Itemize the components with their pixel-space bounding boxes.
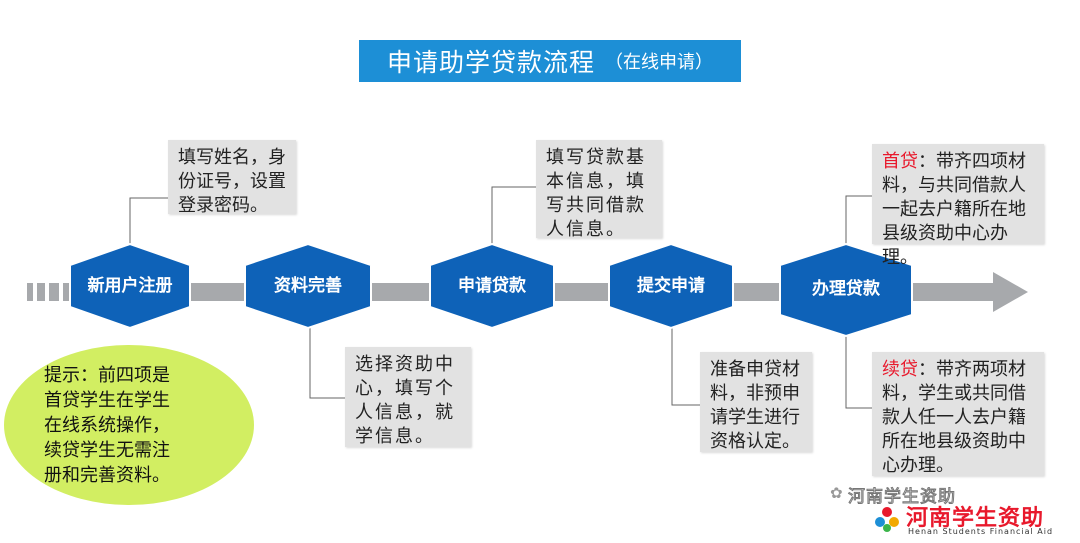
connector-renew-loan <box>845 336 872 409</box>
wechat-icon: ✿ <box>830 484 843 502</box>
note-apply: 填写贷款基 本信息，填 写共同借款 人信息。 <box>536 140 662 240</box>
hex-node-complete <box>244 242 372 330</box>
note-line: 料，与共同借款人 <box>882 175 1026 196</box>
keyword-renew-loan: 续贷 <box>882 359 918 380</box>
note-line: 心，填写个 <box>355 378 455 399</box>
title-banner: 申请助学贷款流程 （在线申请） <box>359 40 741 82</box>
tip-line: 提示：前四项是 <box>44 364 170 386</box>
tip-line: 册和完善资料。 <box>44 464 170 486</box>
hex-node-submit <box>608 242 734 330</box>
title-main: 申请助学贷款流程 <box>386 48 595 77</box>
arrow-head <box>993 272 1028 312</box>
note-renew-loan: 续贷：带齐两项材 料，学生或共同借 款人任一人去户籍 所在地县级资助中 心办理。 <box>872 352 1044 476</box>
arrow-tail-dash <box>49 283 59 301</box>
watermark-account: 河南学生资助 <box>848 487 956 508</box>
hex-node-loan <box>779 242 913 338</box>
note-first-loan: 首贷：带齐四项材 料，与共同借款人 一起去户籍所在地 县级资助中心办理。 <box>872 144 1044 268</box>
connector-first-loan <box>845 195 872 250</box>
logo-text-en: Henan Students Financial Aid <box>908 527 1054 536</box>
note-line: 一起去户籍所在地 <box>882 199 1026 220</box>
note-line: 料，学生或共同借 <box>882 383 1026 404</box>
note-line: 料，非预申 <box>710 383 800 404</box>
connector-apply <box>491 186 536 250</box>
logo-mark-icon <box>875 507 899 532</box>
tip-text: 提示：前四项是 首贷学生在学生 在线系统操作， 续贷学生无需注 册和完善资料。 <box>44 363 214 488</box>
keyword-first-loan: 首贷 <box>882 151 918 172</box>
connector-complete <box>309 328 345 399</box>
hex-node-apply <box>429 242 555 330</box>
note-line: 学信息。 <box>355 426 435 447</box>
note-line: 所在地县级资助中 <box>882 431 1026 452</box>
note-line-rest: ：带齐四项材 <box>918 151 1026 172</box>
step-label-register: 新用户注册 <box>87 276 173 296</box>
note-line: 人信息，就 <box>355 402 455 423</box>
logo-text-cn: 河南学生资助 <box>906 506 1045 531</box>
arrow-tail-dash <box>37 283 45 301</box>
note-line: 人信息。 <box>546 219 626 240</box>
note-register: 填写姓名，身 份证号，设置 登录密码。 <box>168 140 296 216</box>
note-line: 登录密码。 <box>178 195 268 216</box>
tip-line: 在线系统操作， <box>44 414 170 436</box>
note-line: 县级资助中心办理。 <box>882 223 1008 268</box>
note-submit: 准备申贷材 料，非预申 请学生进行 资格认定。 <box>700 352 812 452</box>
connector-register <box>129 197 168 250</box>
note-line-rest: ：带齐两项材 <box>918 359 1026 380</box>
note-line: 份证号，设置 <box>178 171 286 192</box>
title-sub: （在线申请） <box>605 52 713 73</box>
note-line: 资格认定。 <box>710 431 800 452</box>
note-line: 写共同借款 <box>546 195 646 216</box>
connector-submit <box>671 328 700 406</box>
tip-line: 续贷学生无需注 <box>44 439 170 461</box>
note-line: 款人任一人去户籍 <box>882 407 1026 428</box>
step-label-loan: 办理贷款 <box>812 279 880 299</box>
note-complete: 选择资助中 心，填写个 人信息，就 学信息。 <box>345 347 471 447</box>
hex-node-register <box>69 242 191 330</box>
note-line: 请学生进行 <box>710 407 800 428</box>
note-line: 填写姓名，身 <box>178 147 286 168</box>
note-line: 首贷：带齐四项材 <box>882 150 1034 174</box>
note-line: 准备申贷材 <box>710 359 800 380</box>
step-label-complete: 资料完善 <box>274 276 342 296</box>
note-line: 续贷：带齐两项材 <box>882 358 1034 382</box>
tip-bubble: 提示：前四项是 首贷学生在学生 在线系统操作， 续贷学生无需注 册和完善资料。 <box>4 345 254 505</box>
note-line: 心办理。 <box>882 455 954 476</box>
step-label-apply: 申请贷款 <box>458 276 526 296</box>
step-label-submit: 提交申请 <box>637 276 705 296</box>
note-line: 本信息，填 <box>546 171 646 192</box>
note-line: 填写贷款基 <box>546 147 646 168</box>
note-line: 选择资助中 <box>355 354 455 375</box>
tip-line: 首贷学生在学生 <box>44 389 170 411</box>
arrow-tail-dash <box>27 283 33 301</box>
